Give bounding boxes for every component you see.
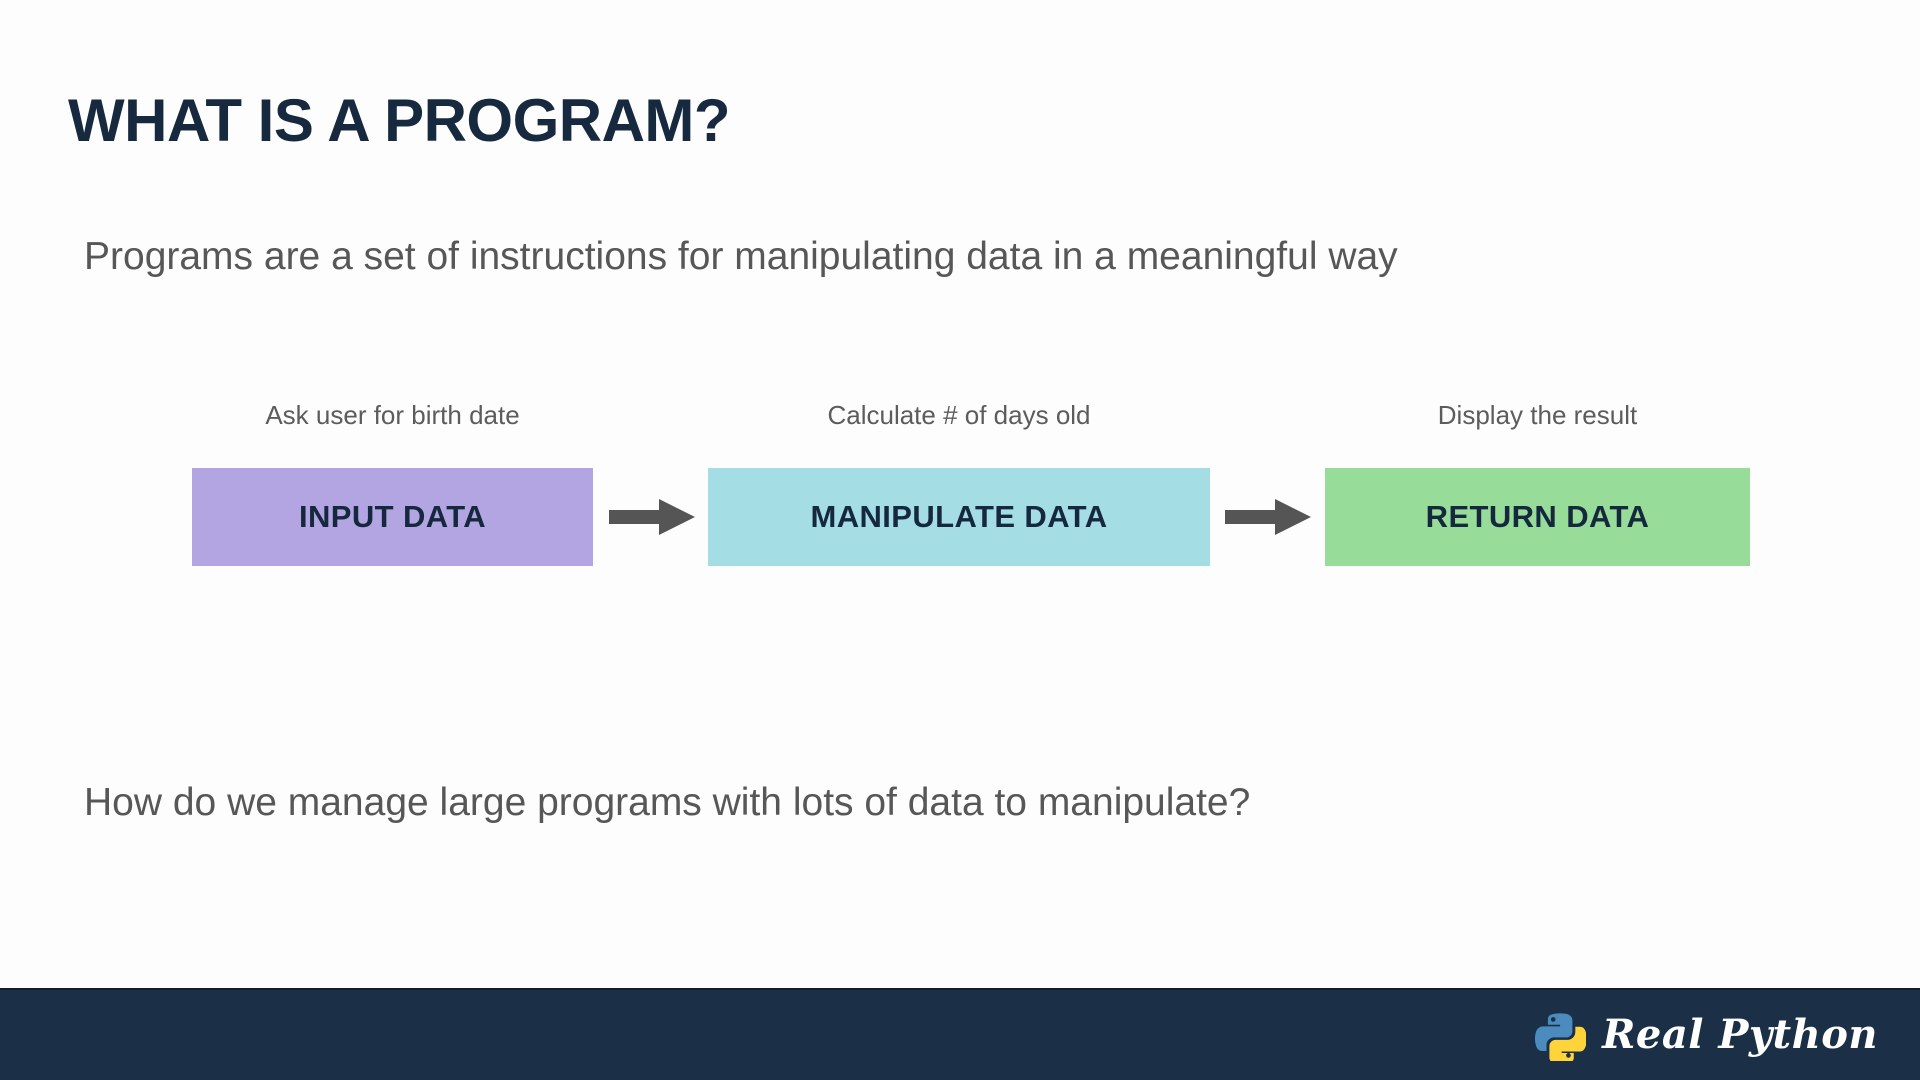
closing-question: How do we manage large programs with lot…: [84, 781, 1251, 824]
program-flow-diagram: Ask user for birth date Calculate # of d…: [0, 395, 1920, 575]
intro-paragraph: Programs are a set of instructions for m…: [84, 235, 1398, 278]
page-title: WHAT IS A PROGRAM?: [68, 87, 731, 155]
flow-box-input-data: INPUT DATA: [192, 468, 593, 566]
flow-arrow-right-icon-2: [1223, 496, 1313, 538]
flow-caption-input: Ask user for birth date: [265, 400, 520, 430]
footer-bar: Real Python: [0, 988, 1920, 1080]
brand-name-text: Real Python: [1602, 1011, 1878, 1058]
flow-boxes-row: INPUT DATA MANIPULATE DATA RETURN DATA: [0, 468, 1920, 566]
flow-caption-manipulate: Calculate # of days old: [827, 400, 1091, 430]
flow-box-return-data: RETURN DATA: [1325, 468, 1750, 566]
flow-captions-row: Ask user for birth date Calculate # of d…: [0, 395, 1920, 445]
python-logo-icon: [1534, 1009, 1587, 1061]
flow-arrow-right-icon-1: [607, 496, 697, 538]
brand-logo: Real Python: [1534, 1009, 1878, 1061]
flow-box-manipulate-data: MANIPULATE DATA: [708, 468, 1210, 566]
flow-caption-return: Display the result: [1437, 400, 1638, 430]
